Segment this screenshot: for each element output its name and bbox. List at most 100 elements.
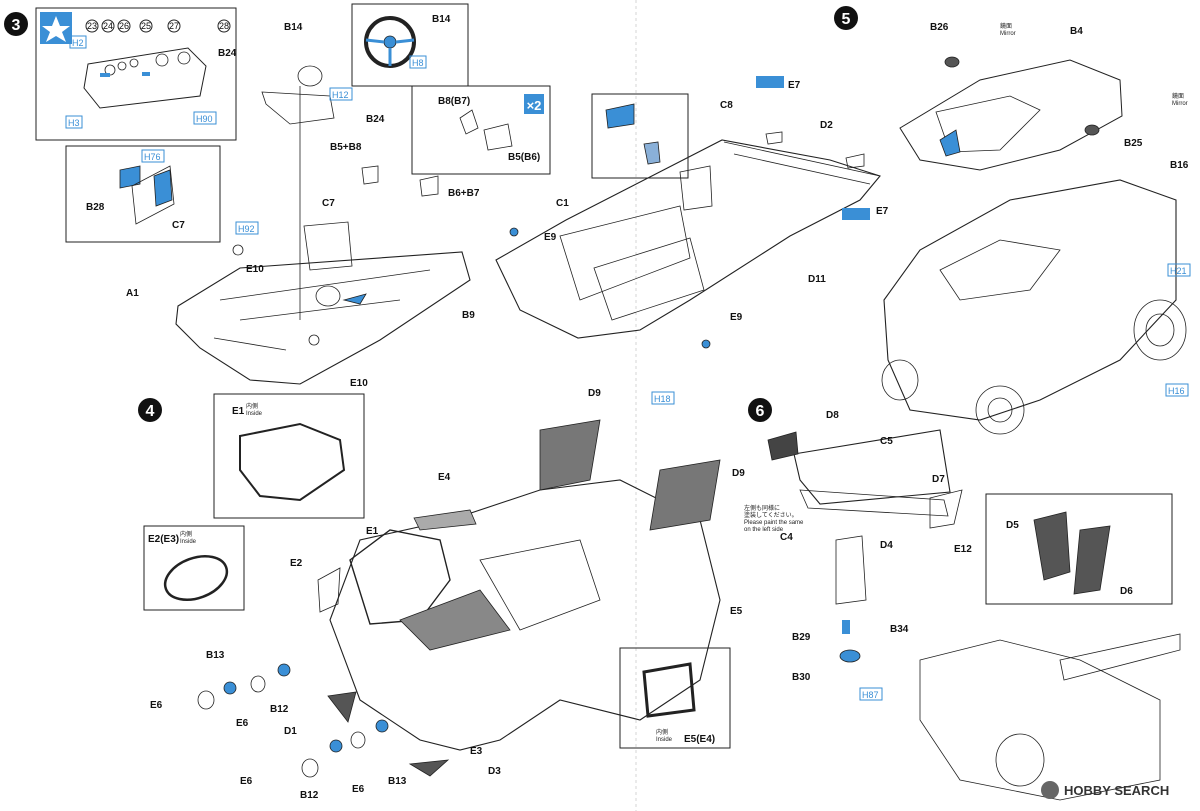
label-e9-a: E9 (544, 232, 557, 243)
paint-code-h18: H18 (654, 394, 671, 404)
note-mirror-jp-1: 鏡面 (1000, 22, 1012, 30)
label-b14-inset: B14 (432, 14, 451, 25)
multiplier-badge: ×2 (527, 98, 542, 113)
note-inside-1: Inside (246, 411, 263, 417)
label-b5-b6: B5(B6) (508, 152, 540, 163)
label-b9: B9 (462, 310, 475, 321)
label-e6-d: E6 (352, 784, 365, 795)
label-e1-a: E1 (232, 406, 245, 417)
paint-code-h8: H8 (412, 58, 424, 68)
e2-inside-inset (143, 525, 245, 611)
label-b28: B28 (86, 202, 105, 213)
label-b13-b: B13 (388, 776, 407, 787)
label-d3: D3 (488, 766, 501, 777)
label-b30: B30 (792, 672, 811, 683)
callout-27: 27 (169, 21, 179, 31)
note-inside-jp-1: 内側 (246, 402, 258, 410)
label-d9-a: D9 (588, 388, 601, 399)
paint-code-h16: H16 (1168, 386, 1185, 396)
paint-code-h12: H12 (332, 90, 349, 100)
e5-inside-inset (619, 647, 731, 749)
dashboard-inset (35, 7, 237, 141)
e1-inside-inset (213, 393, 365, 519)
car-chassis-b16 (883, 179, 1177, 421)
car-upper-cowl (899, 59, 1123, 171)
label-e2: E2 (290, 558, 303, 569)
paint-code-h3: H3 (68, 118, 80, 128)
label-e1-b: E1 (366, 526, 379, 537)
callout-26: 26 (119, 21, 129, 31)
note-left-jp-2: 塗装してください。 (744, 511, 798, 519)
label-e3: E3 (470, 746, 483, 757)
label-d9-b: D9 (732, 468, 745, 479)
step-badges: 3 4 5 6 (4, 6, 858, 422)
label-e5-e4: E5(E4) (684, 734, 715, 745)
floor-pan-a1 (175, 251, 471, 385)
label-e7-b: E7 (876, 206, 889, 217)
paint-code-h21: H21 (1170, 266, 1187, 276)
label-b12-b: B12 (300, 790, 319, 801)
paint-codes: H2 H3 H8 H12 H16 H18 H21 H76 H87 H90 H92 (65, 35, 1191, 701)
note-inside-2: Inside (180, 539, 197, 545)
label-e6-a: E6 (150, 700, 163, 711)
label-d4: D4 (880, 540, 893, 551)
rear-wing-c5 (793, 429, 951, 505)
label-b26: B26 (930, 22, 949, 33)
label-b16: B16 (1170, 160, 1189, 171)
note-left-jp-1: 左側も同様に (744, 504, 780, 512)
paint-code-h87: H87 (862, 690, 879, 700)
label-d5: D5 (1006, 520, 1019, 531)
label-d8: D8 (826, 410, 839, 421)
d5-d6-inset (985, 493, 1173, 605)
label-b24-a: B24 (218, 48, 237, 59)
callout-28: 28 (219, 21, 229, 31)
label-d6: D6 (1120, 586, 1133, 597)
label-b29: B29 (792, 632, 811, 643)
label-e2-e3: E2(E3) (148, 534, 179, 545)
seat-inset (65, 145, 221, 243)
label-e9-b: E9 (730, 312, 743, 323)
steering-wheel-inset (351, 3, 469, 87)
label-e10-a: E10 (246, 264, 264, 275)
label-b5-b8: B5+B8 (330, 142, 362, 153)
paint-code-h92: H92 (238, 224, 255, 234)
b8-inset (411, 85, 551, 175)
callout-24: 24 (103, 21, 113, 31)
paint-code-h2: H2 (72, 38, 84, 48)
label-b25: B25 (1124, 138, 1143, 149)
label-b12-a: B12 (270, 704, 289, 715)
label-c1: C1 (556, 198, 569, 209)
label-e10-b: E10 (350, 378, 368, 389)
label-b6-b7: B6+B7 (448, 188, 480, 199)
label-e12: E12 (954, 544, 972, 555)
note-inside-3: Inside (656, 737, 673, 743)
car-body-shell (329, 479, 721, 751)
label-d7: D7 (932, 474, 945, 485)
note-inside-jp-2: 内側 (180, 530, 192, 538)
note-mirror-jp-2: 鏡面 (1172, 92, 1184, 100)
label-a1: A1 (126, 288, 139, 299)
watermark: HOBBY SEARCH (1041, 781, 1169, 799)
chassis-tub (495, 139, 881, 339)
label-c8: C8 (720, 100, 733, 111)
label-c4: C4 (780, 532, 793, 543)
label-b8-b7: B8(B7) (438, 96, 470, 107)
label-e5: E5 (730, 606, 743, 617)
label-b13-a: B13 (206, 650, 225, 661)
paint-code-h76: H76 (144, 152, 161, 162)
rear-car-view (919, 639, 1161, 801)
note-mirror-1: Mirror (1000, 31, 1016, 37)
label-d11: D11 (808, 274, 826, 285)
label-c5: C5 (880, 436, 893, 447)
label-e6-b: E6 (236, 718, 249, 729)
label-b24-b: B24 (366, 114, 385, 125)
label-e4: E4 (438, 472, 451, 483)
step-5-number: 5 (842, 11, 851, 28)
step-3-number: 3 (12, 17, 21, 34)
watermark-text: HOBBY SEARCH (1064, 783, 1169, 798)
label-e6-c: E6 (240, 776, 253, 787)
star-badge (40, 12, 72, 44)
note-left-en-1: Please paint the same (744, 520, 804, 526)
note-left-en-2: on the left side (744, 527, 784, 533)
